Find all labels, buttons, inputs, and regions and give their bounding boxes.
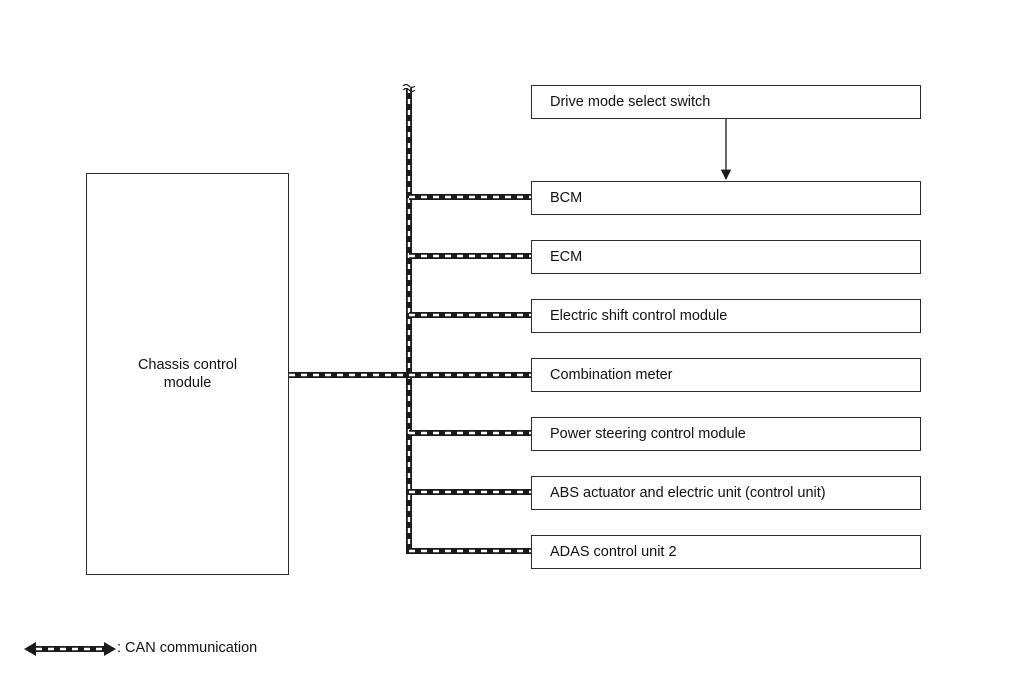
abs-actuator-label: ABS actuator and electric unit (control … [550,485,826,501]
bcm-label: BCM [550,190,583,206]
bcm-box: BCM [531,181,921,215]
abs-actuator-box: ABS actuator and electric unit (control … [531,476,921,510]
ecm-label: ECM [550,249,583,265]
legend-label: : CAN communication [117,640,258,656]
chassis-control-module-label: Chassis control module [137,357,238,391]
power-steering-control-module-label: Power steering control module [550,426,746,442]
combination-meter-label: Combination meter [550,367,673,383]
adas-control-unit-2-label: ADAS control unit 2 [550,544,677,560]
ecm-box: ECM [531,240,921,274]
power-steering-control-module-box: Power steering control module [531,417,921,451]
electric-shift-control-module-label: Electric shift control module [550,308,728,324]
bus-break-mark [402,83,416,93]
legend-can-symbol [24,642,116,656]
drive-mode-select-switch-label: Drive mode select switch [550,94,711,110]
adas-control-unit-2-box: ADAS control unit 2 [531,535,921,569]
combination-meter-box: Combination meter [531,358,921,392]
chassis-control-module-box: Chassis control module [86,173,289,575]
electric-shift-control-module-box: Electric shift control module [531,299,921,333]
drive-mode-select-switch-box: Drive mode select switch [531,85,921,119]
